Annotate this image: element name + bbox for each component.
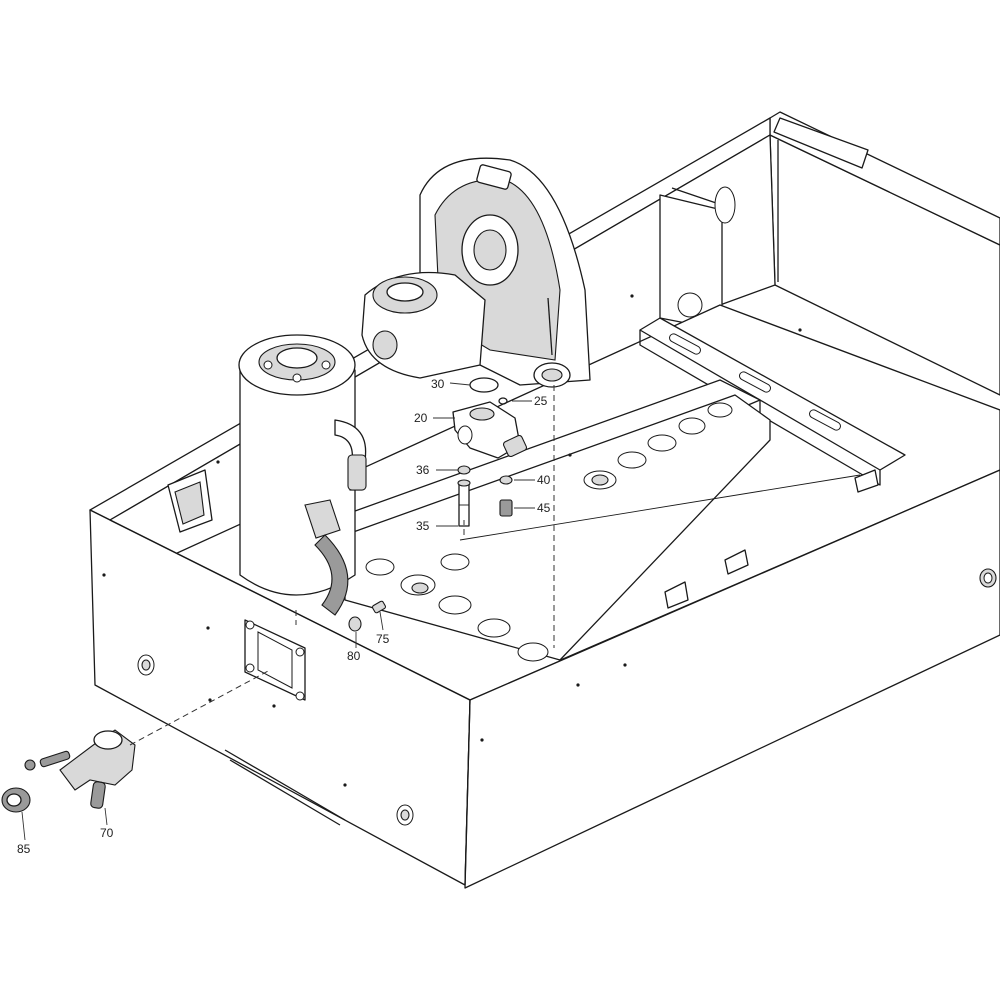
- nut-part-80: [348, 616, 362, 632]
- callout-40: 40: [537, 473, 551, 487]
- bolt-part-35: [457, 479, 471, 527]
- callout-35: 35: [416, 519, 430, 533]
- cap-fitting-part-85: [1, 787, 31, 813]
- assembly-lines: [129, 385, 555, 746]
- callout-36: 36: [416, 463, 430, 477]
- screw-part-75: [371, 600, 387, 614]
- callout-85: 85: [17, 842, 31, 856]
- callout-leaders: [21, 382, 535, 841]
- washer-part-25: [498, 397, 508, 405]
- plug-part-45: [499, 499, 513, 517]
- callout-labels: 30 25 20 36 40 45 35 75 80 70 85: [17, 377, 551, 856]
- callout-20: 20: [414, 411, 428, 425]
- callout-75: 75: [376, 632, 390, 646]
- oil-tank: [238, 334, 367, 616]
- callout-80: 80: [347, 649, 361, 663]
- callout-45: 45: [537, 501, 551, 515]
- manifold-block-part-20: [452, 401, 528, 459]
- valve-assembly-part-70: [24, 729, 136, 809]
- callout-25: 25: [534, 394, 548, 408]
- pump-housing: [361, 157, 591, 388]
- callout-30: 30: [431, 377, 445, 391]
- washer-part-36: [457, 465, 471, 475]
- washer-part-40: [499, 475, 513, 485]
- callout-70: 70: [100, 826, 114, 840]
